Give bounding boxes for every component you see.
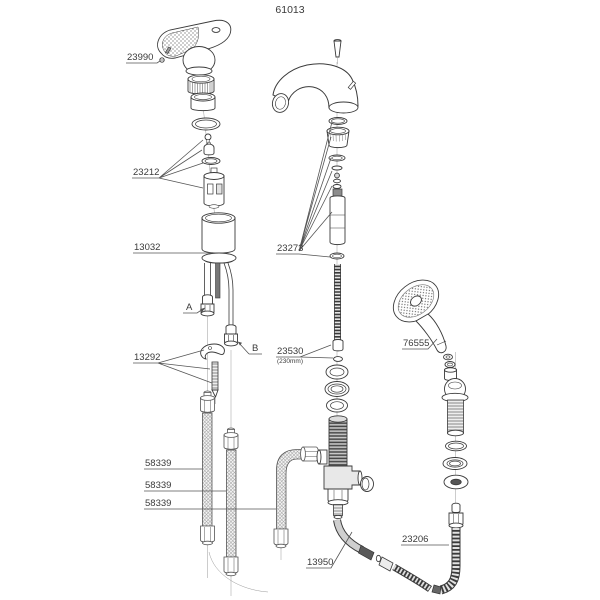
label-marker-a: A	[186, 302, 193, 313]
shower-hose	[431, 502, 464, 595]
hand-shower-assembly	[392, 279, 469, 490]
label-mounting-kit: 13292	[134, 352, 160, 363]
handle-hole	[211, 27, 221, 33]
arrowhead-a	[200, 307, 206, 313]
label-flexible-shaft: 23530	[277, 346, 303, 357]
diagram-title: 61013	[275, 4, 304, 16]
threaded-tube	[328, 418, 348, 467]
spout-base	[328, 101, 359, 114]
hose-ferrule	[358, 544, 375, 561]
hose-ring	[375, 554, 382, 563]
supply-hose-2	[223, 427, 239, 577]
shower-hose-end	[431, 584, 442, 595]
small-part-2	[333, 178, 341, 184]
label-outlet-hose: 13950	[307, 557, 333, 568]
fitting-a	[200, 294, 215, 317]
label-hand-shower: 76555	[403, 338, 429, 349]
label-handle-screw: 23990	[127, 52, 153, 63]
spout	[272, 63, 359, 109]
mounting-stud	[211, 361, 219, 391]
label-cartridge-kit: 23212	[133, 167, 159, 178]
tee-body	[323, 465, 361, 490]
label-shower-hose: 23206	[402, 534, 428, 545]
labels: 61013 23990 23212 13032 A 13292 B 23273 …	[126, 4, 449, 569]
shaft-cap	[332, 188, 343, 197]
label-spout-body: 13032	[134, 242, 160, 253]
small-part-1	[334, 172, 340, 179]
label-spout-shaft-kit: 23273	[277, 243, 303, 254]
mounting-bracket	[200, 343, 225, 360]
spout-set-screw	[347, 80, 357, 90]
supply-hose-1	[200, 390, 215, 546]
handle-assembly	[157, 19, 236, 254]
faucet-body	[200, 252, 238, 347]
hose-guide-shaft	[447, 399, 464, 434]
small-part-3	[332, 184, 342, 189]
label-flexible-shaft-length: (230mm)	[277, 358, 303, 365]
label-supply-hose-2: 58339	[145, 480, 171, 491]
base-rings	[324, 364, 350, 413]
arrowhead-b	[237, 341, 242, 346]
tube-middle	[215, 262, 221, 299]
label-supply-hose-1: 58339	[145, 458, 171, 469]
tee-stud	[333, 504, 343, 516]
tee-assembly	[316, 415, 374, 520]
body-collar	[201, 252, 237, 264]
shaft-washer	[333, 356, 343, 362]
supply-hoses	[200, 390, 320, 577]
mounting-kit	[200, 343, 225, 404]
handle-screw-a	[165, 46, 172, 54]
spout-assembly	[271, 39, 359, 260]
flexible-shaft	[332, 264, 344, 362]
cartridge-screw	[204, 133, 212, 141]
spout-washer	[331, 165, 343, 171]
shaft-cylinder	[329, 195, 346, 246]
supply-hose-3	[273, 446, 320, 549]
outlet-hose	[333, 519, 433, 592]
hose-coupler	[378, 556, 394, 572]
fitting-b	[224, 324, 238, 347]
label-marker-b: B	[252, 343, 258, 354]
shower-handle	[415, 313, 447, 354]
label-supply-hose-3: 58339	[145, 498, 171, 509]
